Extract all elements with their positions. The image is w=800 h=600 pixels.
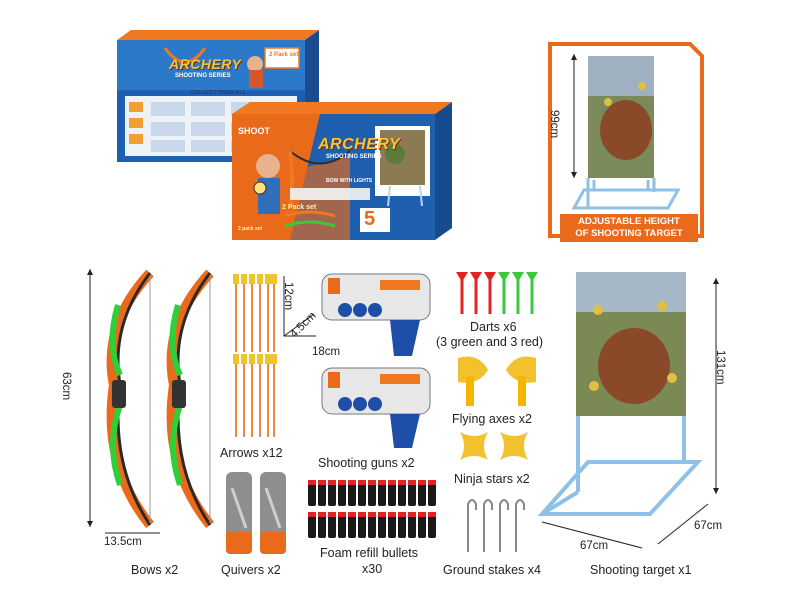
gun-width-dim: 18cm [312, 346, 341, 358]
box-back-brand: ARCHERY [169, 56, 242, 72]
target-inset-frame [548, 42, 704, 238]
guns-illustration [283, 273, 431, 448]
bow-1 [106, 269, 154, 529]
darts-label-line1: Darts x6 [470, 320, 517, 334]
bullets-label-line2: x30 [362, 562, 383, 576]
ninja-stars-illustration [460, 432, 528, 460]
target-width-dim: 67cm [580, 540, 609, 552]
arrows-label: Arrows x12 [220, 446, 283, 460]
shooting-target-illustration [538, 272, 719, 549]
badge-line-2: OF SHOOTING TARGET [575, 228, 683, 239]
adjustable-height-badge: ADJUSTABLE HEIGHT OF SHOOTING TARGET [560, 214, 698, 242]
darts-label-line2: (3 green and 3 red) [436, 335, 544, 349]
box-front-shoot: SHOOT [238, 126, 271, 136]
bow-2 [166, 269, 214, 529]
flying-axes-illustration [458, 356, 536, 406]
stars-label: Ninja stars x2 [454, 472, 530, 486]
axes-label: Flying axes x2 [452, 412, 532, 426]
badge-line-1: ADJUSTABLE HEIGHT [578, 216, 680, 227]
box-front-art [232, 102, 452, 240]
ground-stakes-illustration [467, 499, 525, 552]
target-inset-height-label: 99cm [548, 110, 560, 139]
arrows-illustration [233, 274, 277, 437]
bullets-label-line1: Foam refill bullets [320, 546, 418, 560]
quivers-illustration [226, 472, 286, 554]
gun-height-dim: 12cm [282, 282, 294, 311]
bows-height-dim: 63cm [60, 372, 72, 401]
box-back-collect: COLLECT THEM ALL [191, 90, 247, 96]
quivers-label: Quivers x2 [221, 563, 281, 577]
box-front-pack: 2 Pack set [282, 204, 317, 211]
stakes-label: Ground stakes x4 [443, 563, 541, 577]
box-front-subtitle: SHOOTING SERIES [326, 154, 382, 160]
box-back-subtitle: SHOOTING SERIES [175, 73, 231, 79]
target-depth-dim: 67cm [694, 520, 723, 532]
bows-label: Bows x2 [131, 563, 179, 577]
guns-label: Shooting guns x2 [318, 456, 415, 470]
product-box-front: ARCHERY SHOOTING SERIES SHOOT BOW WITH L… [230, 96, 460, 246]
box-front-brand: ARCHERY [318, 136, 401, 153]
bows-illustration [87, 269, 214, 534]
darts-illustration [456, 272, 538, 314]
target-label: Shooting target x1 [590, 563, 692, 577]
gun-1 [321, 273, 431, 356]
target-height-dim: 131cm [714, 350, 726, 385]
gun-2 [321, 367, 431, 448]
axe-1 [458, 356, 488, 406]
box-front-flag: 2 pack set [238, 226, 263, 232]
box-front-lights: BOW WITH LIGHTS [326, 178, 373, 184]
ninja-star-1 [460, 432, 488, 460]
foam-bullets-illustration [308, 480, 436, 538]
bows-width-dim: 13.5cm [104, 536, 142, 548]
box-front-bignum: 5 [364, 208, 376, 230]
axe-2 [506, 356, 536, 406]
ninja-star-2 [500, 432, 528, 460]
box-back-pack: 2 Pack set [269, 52, 299, 58]
target-inset-panel: 99cm [546, 40, 706, 245]
